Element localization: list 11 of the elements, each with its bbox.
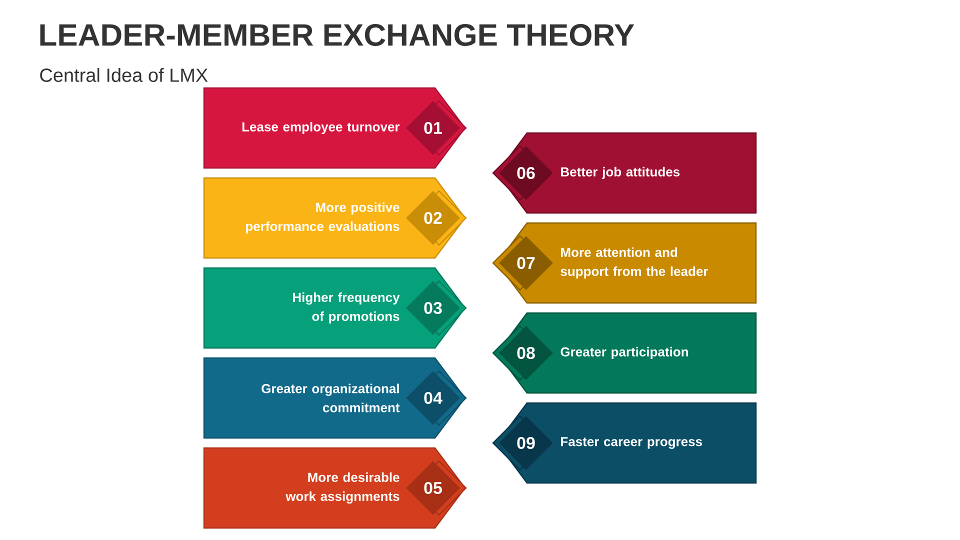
title: LEADER-MEMBER EXCHANGE THEORY bbox=[40, 24, 634, 46]
arrow-banner: Higher frequency of promotions 03 bbox=[203, 267, 467, 349]
subtitle: Central Idea of LMX bbox=[40, 68, 208, 82]
arrow-banner: 07 More attention and support from the leader bbox=[492, 222, 757, 304]
arrow-banner: Lease employee turnover 01 bbox=[203, 87, 467, 169]
arrow-banner: 09 Faster career progress bbox=[492, 402, 757, 484]
arrow-banner: Greater organizational commitment 04 bbox=[203, 357, 467, 439]
arrow-banner: More positive performance evaluations 02 bbox=[203, 177, 467, 259]
arrow-banner: 08 Greater participation bbox=[492, 312, 757, 394]
arrow-banner: 06 Better job attitudes bbox=[492, 132, 757, 214]
arrow-banner: More desirable work assignments 05 bbox=[203, 447, 467, 529]
